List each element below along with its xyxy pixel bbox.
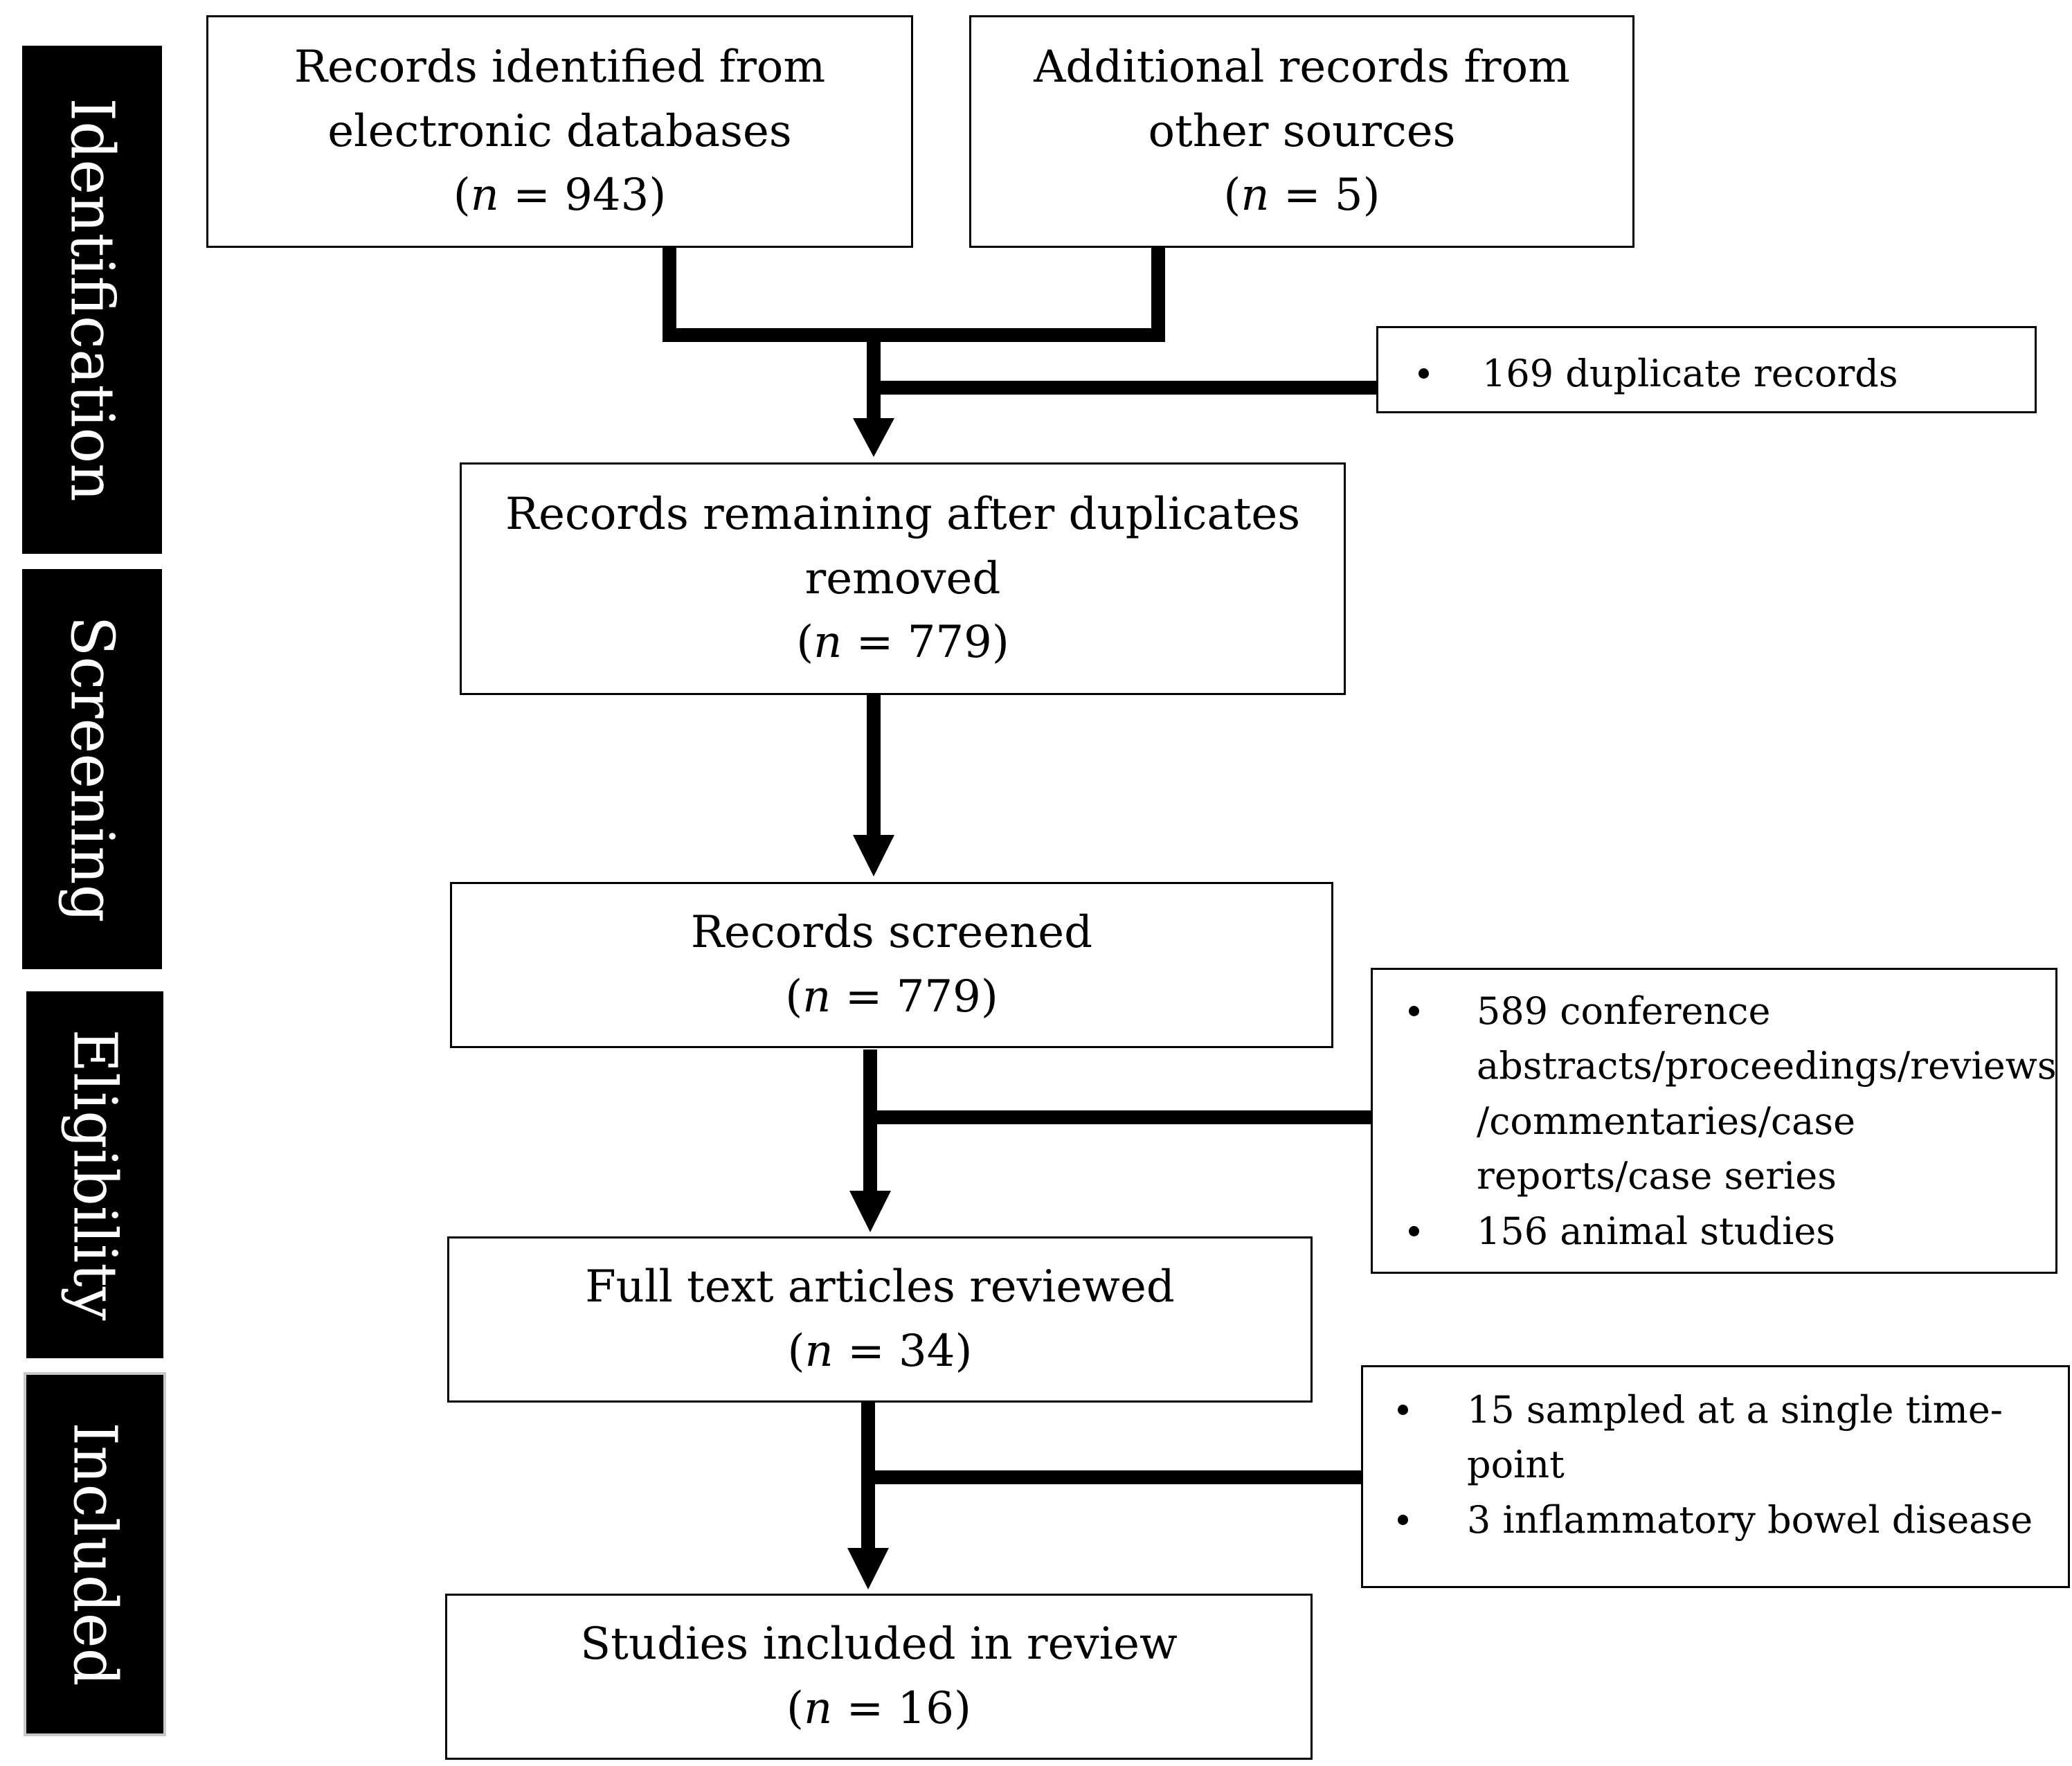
arrowhead-to-remaining: [853, 418, 894, 457]
arrowhead-to-fulltext: [849, 1191, 891, 1232]
additional-records-box: Additional records from other sources (n…: [969, 15, 1634, 248]
screening-excluded-text: abstracts/proceedings/reviews: [1477, 1044, 2057, 1088]
fulltext-excluded-list: 15 sampled at a single time- point 3 inf…: [1363, 1367, 2068, 1547]
phase-included: Included: [24, 1372, 166, 1736]
records-remaining-box: Records remaining after duplicates remov…: [460, 462, 1346, 695]
records-screened-count: (n = 779): [785, 971, 998, 1022]
records-identified-line-1: Records identified from: [294, 41, 826, 93]
studies-included-count: (n = 16): [786, 1683, 971, 1734]
full-text-reviewed-count: (n = 34): [787, 1326, 973, 1377]
phase-eligibility: Eligibility: [26, 991, 163, 1358]
records-screened-line-1: Records screened: [690, 907, 1093, 959]
phase-eligibility-label: Eligibility: [60, 1029, 129, 1321]
arrowhead-to-included: [847, 1548, 889, 1589]
full-text-reviewed-line-1: Full text articles reviewed: [585, 1261, 1175, 1313]
screening-excluded-item-animal: 156 animal studies: [1409, 1204, 2055, 1259]
phase-identification-label: Identification: [57, 98, 127, 502]
duplicates-excluded-list: 169 duplicate records: [1378, 328, 2035, 401]
fulltext-excluded-item-ibd: 3 inflammatory bowel disease: [1398, 1493, 2068, 1547]
phase-included-label: Included: [60, 1422, 130, 1686]
screening-excluded-text: reports/case series: [1477, 1154, 1837, 1198]
fulltext-excluded-item-single-timepoint: 15 sampled at a single time- point: [1398, 1382, 2068, 1493]
phase-identification: Identification: [22, 46, 162, 554]
screening-excluded-text: /commentaries/case: [1477, 1099, 1856, 1143]
fulltext-excluded-text: 3 inflammatory bowel disease: [1467, 1497, 2033, 1542]
screening-excluded-text: 156 animal studies: [1477, 1209, 1836, 1253]
screening-excluded-list: 589 conference abstracts/proceedings/rev…: [1373, 970, 2057, 1259]
fulltext-excluded-text: point: [1467, 1443, 1565, 1487]
records-remaining-line-2: removed: [804, 552, 1001, 604]
duplicates-excluded-box: 169 duplicate records: [1376, 326, 2037, 413]
records-identified-box: Records identified from electronic datab…: [206, 15, 913, 248]
screening-excluded-box: 589 conference abstracts/proceedings/rev…: [1371, 968, 2057, 1274]
arrowhead-to-screened: [853, 835, 894, 876]
additional-records-line-1: Additional records from: [1034, 41, 1570, 93]
fulltext-excluded-box: 15 sampled at a single time- point 3 inf…: [1361, 1365, 2070, 1588]
fulltext-excluded-text: 15 sampled at a single time-: [1467, 1388, 2003, 1432]
phase-screening-label: Screening: [57, 615, 127, 923]
studies-included-box: Studies included in review (n = 16): [445, 1594, 1313, 1760]
full-text-reviewed-box: Full text articles reviewed (n = 34): [447, 1236, 1313, 1403]
records-remaining-line-1: Records remaining after duplicates: [505, 488, 1301, 540]
records-screened-box: Records screened (n = 779): [450, 882, 1333, 1048]
additional-records-count: (n = 5): [1223, 170, 1380, 222]
duplicates-excluded-item: 169 duplicate records: [1418, 346, 2035, 401]
studies-included-line-1: Studies included in review: [580, 1619, 1178, 1670]
screening-excluded-item-conference: 589 conference abstracts/proceedings/rev…: [1409, 984, 2057, 1204]
records-identified-line-2: electronic databases: [327, 105, 792, 157]
records-remaining-count: (n = 779): [796, 617, 1009, 669]
additional-records-line-2: other sources: [1148, 105, 1456, 157]
records-identified-count: (n = 943): [453, 170, 667, 222]
screening-excluded-text: 589 conference: [1477, 989, 1771, 1033]
duplicates-excluded-text: 169 duplicate records: [1482, 352, 1898, 395]
phase-screening: Screening: [22, 569, 162, 969]
